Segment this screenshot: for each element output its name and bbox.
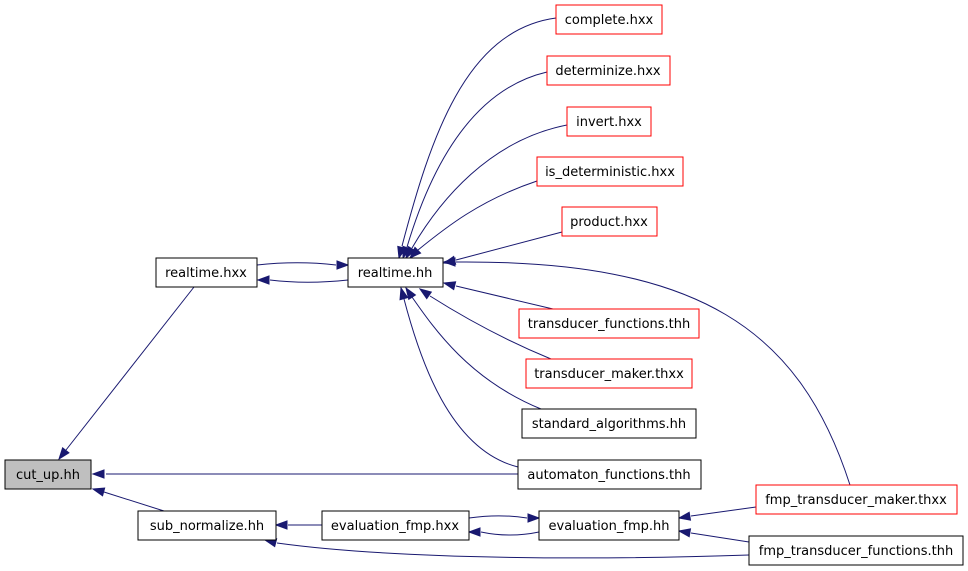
edge-sub-normalize-hh-to-cut-up-hh — [91, 487, 165, 512]
edge-arrowhead — [91, 469, 105, 479]
nodes-layer: cut_up.hh realtime.hxx realtime.hh compl… — [4, 4, 964, 566]
node-evaluation-fmp-hh[interactable]: evaluation_fmp.hh — [538, 510, 680, 541]
edge-evaluation-fmp-hh-to-evaluation-fmp-hxx — [467, 527, 540, 537]
edge-line — [455, 285, 554, 310]
node-label: automaton_functions.thh — [527, 468, 690, 483]
edge-evaluation-fmp-hxx-to-evaluation-fmp-hh — [468, 513, 541, 523]
node-label: sub_normalize.hh — [150, 519, 264, 534]
node-label: evaluation_fmp.hh — [549, 519, 670, 534]
edge-fmp-transducer-functions-thh-to-sub-normalize-hh — [263, 538, 750, 559]
node-label: invert.hxx — [576, 115, 642, 130]
node-invert-hxx[interactable]: invert.hxx — [566, 106, 652, 137]
edge-arrowhead — [256, 275, 270, 285]
node-realtime-hxx[interactable]: realtime.hxx — [155, 257, 258, 288]
edge-line — [276, 542, 750, 559]
edge-line — [690, 532, 750, 543]
edge-line — [468, 515, 528, 519]
edge-line — [455, 261, 851, 486]
node-fmp-transducer-maker-thxx[interactable]: fmp_transducer_maker.thxx — [755, 484, 958, 515]
edge-arrowhead — [408, 246, 422, 260]
edge-line — [256, 262, 337, 266]
edge-line — [403, 298, 519, 468]
node-standard-algorithms-hh[interactable]: standard_algorithms.hh — [521, 408, 697, 439]
edge-line — [480, 531, 540, 536]
edge-line — [417, 180, 538, 251]
edge-arrowhead — [405, 245, 416, 260]
edge-evaluation-fmp-hxx-to-sub-normalize-hh — [274, 520, 322, 530]
edge-line — [411, 296, 542, 410]
edge-arrowhead — [442, 257, 456, 267]
node-complete-hxx[interactable]: complete.hxx — [555, 4, 663, 35]
node-label: fmp_transducer_maker.thxx — [765, 493, 947, 508]
edge-arrowhead — [527, 513, 541, 523]
node-label: cut_up.hh — [16, 468, 80, 483]
node-transducer-functions-thh[interactable]: transducer_functions.thh — [518, 308, 700, 339]
node-label: realtime.hxx — [165, 266, 247, 281]
edge-line — [65, 286, 195, 451]
edge-realtime-hh-to-realtime-hxx — [256, 275, 349, 285]
node-label: is_deterministic.hxx — [545, 165, 675, 180]
node-label: transducer_functions.thh — [528, 317, 691, 332]
edge-line — [269, 279, 349, 283]
node-label: realtime.hh — [358, 266, 433, 281]
edges-layer — [58, 17, 851, 559]
node-label: evaluation_fmp.hxx — [331, 519, 459, 534]
edge-arrowhead — [336, 260, 350, 270]
node-realtime-hh[interactable]: realtime.hh — [347, 257, 444, 288]
edge-invert-hxx-to-realtime-hh — [405, 124, 568, 260]
edge-transducer-functions-thh-to-realtime-hh — [442, 281, 554, 310]
edge-product-hxx-to-realtime-hh — [442, 231, 563, 265]
node-fmp-transducer-functions-thh[interactable]: fmp_transducer_functions.thh — [748, 535, 964, 566]
node-cut-up-hh[interactable]: cut_up.hh — [4, 459, 92, 490]
edge-arrowhead — [467, 527, 481, 537]
edge-line — [406, 71, 548, 248]
edge-line — [429, 295, 552, 360]
edge-arrowhead — [91, 487, 106, 497]
node-label: transducer_maker.thxx — [534, 367, 684, 382]
node-label: standard_algorithms.hh — [532, 417, 686, 432]
node-evaluation-fmp-hxx[interactable]: evaluation_fmp.hxx — [321, 510, 470, 541]
node-transducer-maker-thxx[interactable]: transducer_maker.thxx — [525, 358, 693, 389]
edge-realtime-hxx-to-realtime-hh — [256, 260, 350, 270]
node-product-hxx[interactable]: product.hxx — [561, 206, 658, 237]
node-automaton-functions-thh[interactable]: automaton_functions.thh — [517, 459, 702, 490]
edge-arrowhead — [418, 288, 433, 300]
edge-arrowhead — [677, 511, 692, 521]
edge-automaton-functions-thh-to-cut-up-hh — [91, 469, 518, 479]
edge-line — [411, 124, 568, 249]
edge-automaton-functions-thh-to-realtime-hh — [399, 286, 519, 468]
edge-is-deterministic-hxx-to-realtime-hh — [408, 180, 538, 260]
node-label: product.hxx — [570, 215, 648, 230]
edge-arrowhead — [274, 520, 288, 530]
edge-fmp-transducer-maker-thxx-to-realtime-hh — [442, 257, 851, 486]
edge-complete-hxx-to-realtime-hh — [397, 17, 557, 260]
edge-line — [455, 231, 563, 261]
edge-fmp-transducer-maker-thxx-to-evaluation-fmp-hh — [677, 506, 757, 521]
edge-fmp-transducer-functions-thh-to-evaluation-fmp-hh — [677, 528, 750, 543]
edge-arrowhead — [399, 286, 409, 301]
edge-arrowhead — [405, 286, 417, 301]
edge-realtime-hxx-to-cut-up-hh — [58, 286, 195, 461]
edge-transducer-maker-thxx-to-realtime-hh — [418, 288, 552, 360]
edge-line — [401, 17, 557, 247]
edge-standard-algorithms-hh-to-realtime-hh — [405, 286, 542, 410]
edge-arrowhead — [677, 528, 692, 538]
node-label: determinize.hxx — [555, 64, 660, 79]
edge-line — [690, 506, 757, 517]
node-is-deterministic-hxx[interactable]: is_deterministic.hxx — [536, 156, 684, 187]
node-label: fmp_transducer_functions.thh — [759, 544, 953, 559]
edge-arrowhead — [58, 447, 70, 461]
node-determinize-hxx[interactable]: determinize.hxx — [546, 55, 671, 86]
node-sub-normalize-hh[interactable]: sub_normalize.hh — [137, 510, 277, 541]
edge-arrowhead — [442, 281, 457, 291]
edge-line — [103, 491, 165, 512]
node-label: complete.hxx — [565, 13, 654, 28]
edge-determinize-hxx-to-realtime-hh — [402, 71, 548, 260]
